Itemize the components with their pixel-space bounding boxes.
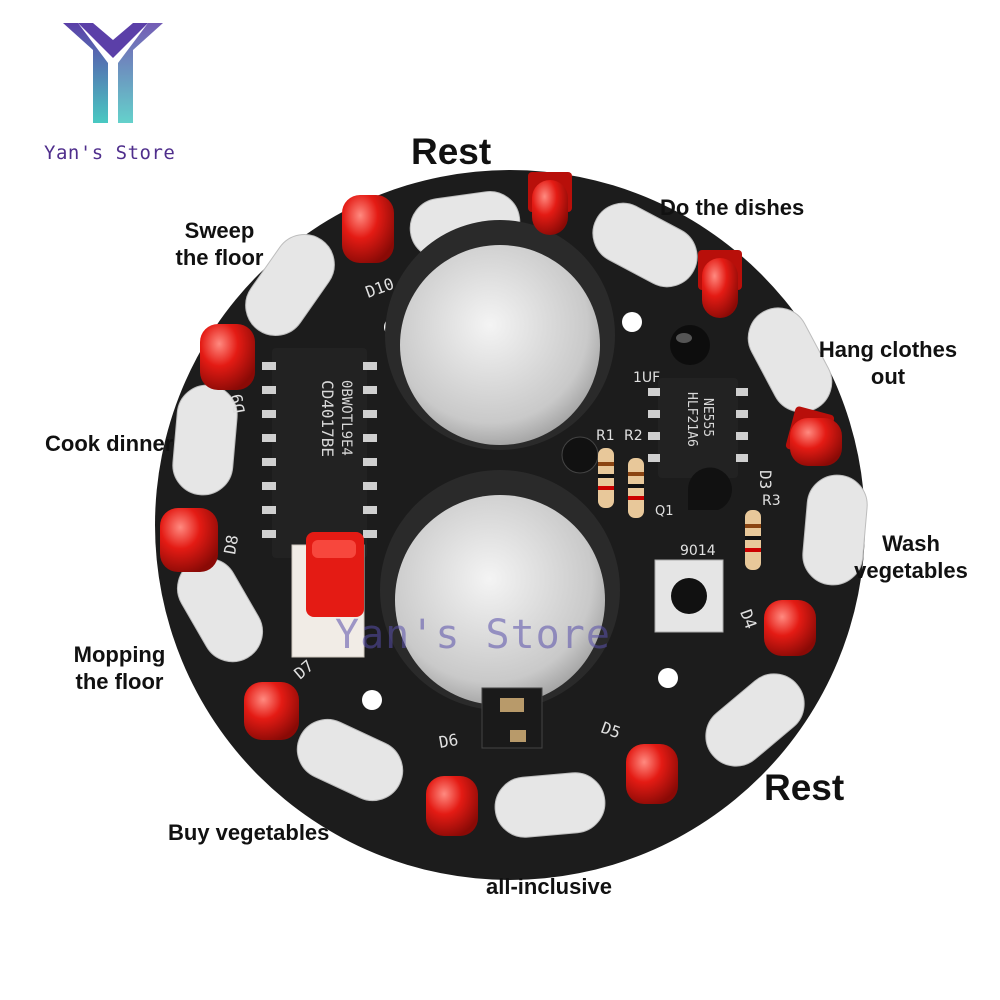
battery-top — [385, 220, 615, 450]
label-mopping-line2: the floor — [75, 669, 164, 694]
label-cook-dinner: Cook dinner — [45, 431, 174, 456]
cd4017-chip: 0BWOTL9E4 CD4017BE — [262, 348, 377, 558]
led-d6-label: D6 — [437, 730, 459, 752]
chip1-marking-line1: 0BWOTL9E4 — [338, 380, 354, 456]
pad-ring — [172, 191, 868, 838]
label-sweep-the-floor: Sweep the floor — [167, 217, 272, 271]
label-wash-vegetables: Wash vegetables — [836, 530, 986, 584]
label-hang-clothes: Hang clothes out — [808, 336, 968, 390]
transistor-q1-label: Q1 — [655, 504, 674, 519]
battery-bottom — [380, 470, 620, 710]
label-hang-clothes-line2: out — [870, 364, 906, 389]
chip2-marking-line1: NE555 — [700, 398, 715, 437]
resistor-r2-label: R2 — [624, 428, 643, 444]
label-wash-vegetables-line1: Wash — [882, 531, 940, 556]
led — [626, 744, 678, 804]
led — [528, 172, 572, 235]
y-shaped-logo-icon — [63, 23, 163, 123]
chip2-marking-line2: HLF21A6 — [684, 392, 699, 447]
chip1-marking-line2: CD4017BE — [318, 380, 337, 457]
label-do-the-dishes: Do the dishes — [660, 195, 805, 220]
capacitor-label: 1UF — [633, 370, 660, 386]
led — [200, 324, 255, 390]
led — [426, 776, 478, 836]
led-d9-label: D9 — [227, 392, 249, 414]
led-array — [160, 172, 842, 836]
label-rest-top: Rest — [411, 131, 492, 172]
led-d3-label: D3 — [756, 470, 775, 489]
led — [244, 682, 299, 740]
store-watermark: Yan's Store — [335, 612, 611, 658]
transistor: Q1 9014 — [655, 467, 732, 559]
label-wash-vegetables-line2: vegetables — [854, 558, 968, 583]
label-sweep-line2: the floor — [175, 245, 264, 270]
resistor-r1-label: R1 — [596, 428, 615, 444]
led — [342, 195, 394, 263]
ne555-chip: NE555 HLF21A6 — [648, 378, 748, 478]
led — [698, 250, 742, 318]
label-buy-vegetables: Buy vegetables — [168, 820, 330, 845]
store-name: Yan's Store — [44, 142, 176, 164]
led — [764, 600, 816, 656]
led — [785, 406, 842, 466]
resistors: R1 R2 R3 — [596, 428, 781, 570]
label-mopping-the-floor: Mopping the floor — [62, 641, 177, 695]
label-hang-clothes-line1: Hang clothes — [818, 337, 958, 362]
label-all-inclusive: all-inclusive — [486, 874, 612, 899]
label-mopping-line1: Mopping — [73, 642, 166, 667]
capacitor: 1UF — [633, 325, 710, 386]
electrolytic-capacitor — [561, 436, 599, 474]
tactile-button — [654, 559, 724, 633]
label-rest-bottom: Rest — [764, 767, 845, 808]
power-switch — [291, 532, 365, 658]
label-sweep-line1: Sweep — [184, 218, 255, 243]
led — [160, 508, 218, 572]
transistor-label: 9014 — [680, 543, 716, 559]
resistor-r3-label: R3 — [762, 493, 781, 509]
battery-connector — [481, 687, 543, 749]
led-d8-label: D8 — [220, 533, 242, 555]
